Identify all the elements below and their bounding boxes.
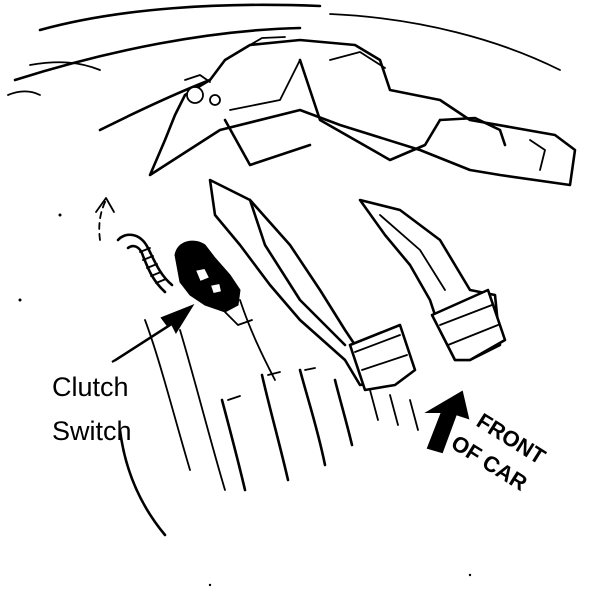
callout-arrow <box>111 303 195 363</box>
front-of-car-arrow <box>424 390 470 454</box>
scan-specks <box>18 213 472 587</box>
dashboard-lines <box>7 3 561 132</box>
clutch-switch-part <box>174 240 253 326</box>
clutch-pedal <box>208 178 417 392</box>
brake-pedal <box>358 198 507 362</box>
wire-harness <box>116 233 174 294</box>
pedal-bracket <box>148 36 577 187</box>
motion-arc <box>95 197 115 241</box>
clutch-switch-label-line2: Switch <box>52 416 132 446</box>
clutch-switch-label-line1: Clutch <box>52 372 129 402</box>
floor-ribs <box>220 299 419 492</box>
kick-panel-lines <box>118 319 226 537</box>
